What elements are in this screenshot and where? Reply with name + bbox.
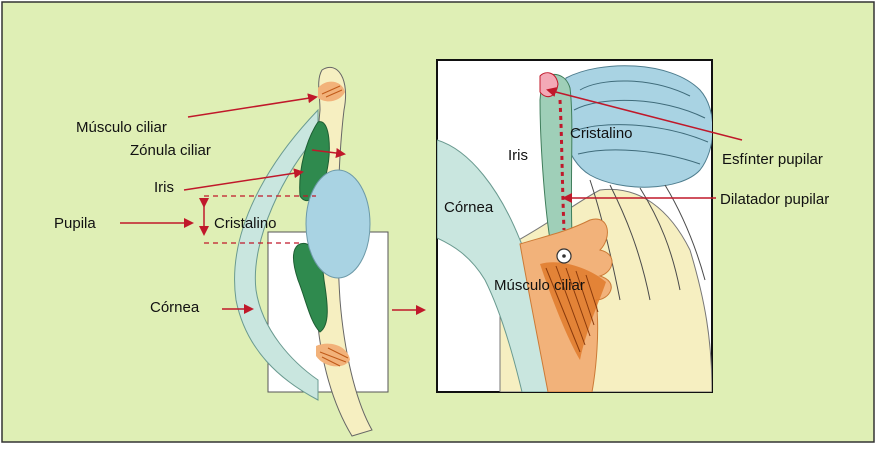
zoom-canal-dot — [562, 254, 566, 258]
zoom-label-cristalino: Cristalino — [570, 125, 633, 142]
label-cristalino: Cristalino — [214, 215, 277, 232]
label-dilatador-pupilar: Dilatador pupilar — [720, 191, 829, 208]
zoom-label-iris: Iris — [508, 147, 528, 164]
label-musculo-ciliar: Músculo ciliar — [76, 119, 167, 136]
label-cornea: Córnea — [150, 299, 200, 316]
label-iris: Iris — [154, 179, 174, 196]
lens-shape — [306, 170, 370, 278]
label-pupila: Pupila — [54, 215, 96, 232]
label-esfinter-pupilar: Esfínter pupilar — [722, 151, 823, 168]
label-zonula-ciliar: Zónula ciliar — [130, 142, 211, 159]
zoom-label-musculo-ciliar: Músculo ciliar — [494, 277, 585, 294]
zoom-label-cornea: Córnea — [444, 199, 494, 216]
zoom-sphincter — [540, 73, 558, 97]
